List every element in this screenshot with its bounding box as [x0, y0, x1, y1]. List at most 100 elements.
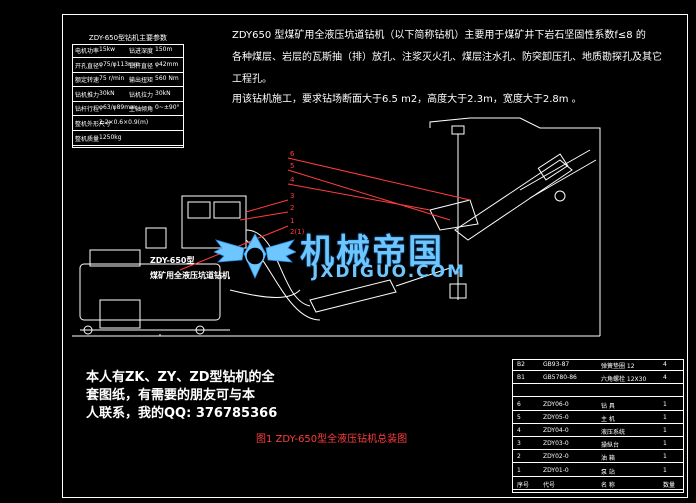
drill-rod — [519, 149, 597, 199]
parts-table-cell: ZDY06-0 — [543, 400, 569, 408]
callout-2: 2 — [290, 204, 295, 212]
parts-table-cell: 1 — [663, 427, 667, 434]
motor-top — [89, 249, 141, 267]
chuck — [554, 190, 566, 202]
watermark-sub: JXDIGUO.COM — [312, 262, 467, 282]
leader-2 — [239, 211, 289, 221]
spec-table-cell: 1250kg — [99, 133, 122, 141]
spec-table-cell: 开孔直径 — [75, 62, 100, 70]
watermark-wing-logo — [214, 233, 296, 279]
parts-table-row: 4 ZDY04-0 液压系统 1 — [513, 426, 683, 437]
parts-table-row: 2 ZDY02-0 油 箱 1 — [513, 452, 683, 464]
description-line-1: ZDY650 型煤矿用全液压坑道钻机（以下简称钻机）主要用于煤矿井下岩石坚固性系… — [232, 30, 646, 41]
callout-4: 4 — [290, 176, 295, 184]
parts-table-cell: 3 — [517, 440, 521, 448]
machine-model-label: ZDY-650型 — [150, 256, 195, 265]
roadway-roof — [429, 117, 601, 336]
parts-table-cell: GB93-87 — [543, 361, 570, 368]
spec-table-cell: φ75/φ113mm — [99, 60, 140, 68]
parts-table-cell: 4 — [517, 427, 521, 434]
parts-table-cell: 2 — [517, 453, 521, 461]
parts-table-cell: ZDY02-0 — [543, 453, 569, 461]
spec-table-cell: 15kw — [99, 46, 116, 53]
parts-table-cell: 代号 — [543, 481, 556, 489]
parts-table-cell: 油 箱 — [601, 455, 615, 463]
parts-table-cell: B1 — [517, 374, 525, 382]
leader-3 — [245, 199, 289, 213]
parts-table-cell: 液压系统 — [601, 429, 626, 436]
parts-table-row — [513, 386, 683, 398]
watermark-main: 机械帝国 — [300, 232, 444, 272]
cylinder-rod — [395, 267, 451, 287]
oil-tank — [181, 195, 247, 249]
parts-table-cell: 4 — [663, 374, 667, 382]
console — [145, 227, 167, 249]
callout-5: 5 — [290, 162, 295, 170]
column-cap — [451, 125, 465, 135]
hose-1 — [245, 229, 311, 307]
spec-table-cell: 30kN — [155, 89, 171, 97]
parts-table-cell: ZDY03-0 — [543, 440, 569, 448]
parts-table-cell: ZDY04-0 — [543, 427, 569, 434]
parts-table-cell: 1 — [663, 466, 667, 474]
description-line-2: 各种煤层、岩层的瓦斯抽（排）放孔、注浆灭火孔、煤层注水孔、防突卸压孔、地质勘探孔… — [232, 52, 662, 63]
hose-3 — [229, 289, 301, 298]
parts-table-cell: 数量 — [663, 481, 676, 489]
floor-line — [72, 334, 600, 337]
spec-table-cell: 整机外形尺寸 — [75, 121, 112, 128]
spec-table-cell: 30kN — [99, 89, 115, 97]
spec-table-cell: 560 Nm — [155, 75, 179, 83]
spec-table-cell: φ63/φ89mm — [99, 104, 136, 112]
spec-table-cell: 0~±90° — [155, 104, 180, 112]
gripper — [429, 199, 479, 231]
spec-table-cell: 主轴倾角 — [129, 106, 154, 114]
parts-table-cell: 4 — [663, 361, 667, 368]
spec-table-cell: 钻杆直径 — [129, 62, 154, 70]
spec-table-title: ZDY-650型钻机主要参数 — [88, 34, 168, 42]
parts-table-cell: 名 称 — [601, 481, 615, 489]
parts-table-cell: 泵 站 — [601, 468, 615, 476]
tank-panel-1 — [187, 201, 211, 219]
owner-note-line-1: 本人有ZK、ZY、ZD型钻机的全 — [86, 370, 275, 385]
rotation-head — [537, 153, 569, 181]
description-line-4: 用该钻机施工，要求钻场断面大于6.5 m2，高度大于2.3m，宽度大于2.8m … — [232, 94, 582, 105]
figure-caption: 图1 ZDY-650型全液压钻机总装图 — [256, 434, 408, 445]
callout-3: 3 — [290, 192, 295, 200]
owner-note-line-2: 套图纸，有需要的朋友可与本 — [86, 388, 256, 403]
spec-table-cell: 电机功率 — [75, 48, 100, 55]
tank-panel-2 — [213, 201, 241, 219]
machine-name-label: 煤矿用全液压坑道钻机 — [150, 271, 230, 280]
parts-table-cell: 1 — [663, 413, 667, 421]
parts-table-cell: B2 — [517, 361, 525, 368]
description-line-3: 工程孔。 — [232, 74, 272, 85]
callout-1: 1 — [290, 217, 295, 225]
parts-table-cell: 序号 — [517, 481, 530, 489]
spec-table-cell: 150m — [155, 46, 173, 53]
parts-table-cell: 主 机 — [601, 415, 615, 423]
spec-table-cell: 输出扭矩 — [129, 77, 154, 85]
leader-5 — [287, 169, 451, 221]
spec-table-cell: φ42mm — [155, 60, 179, 68]
spec-table-cell: 整机质量 — [75, 135, 100, 143]
leader-4 — [287, 183, 431, 211]
spec-table-cell: 2.2×0.6×0.9(m) — [99, 119, 149, 126]
parts-table-cell: 1 — [663, 400, 667, 408]
owner-note-line-3: 人联系，我的QQ: 376785366 — [86, 406, 278, 421]
hydraulic-cylinder — [309, 279, 397, 313]
pump-station-body — [79, 263, 221, 321]
parts-table-cell: 1 — [663, 453, 667, 461]
